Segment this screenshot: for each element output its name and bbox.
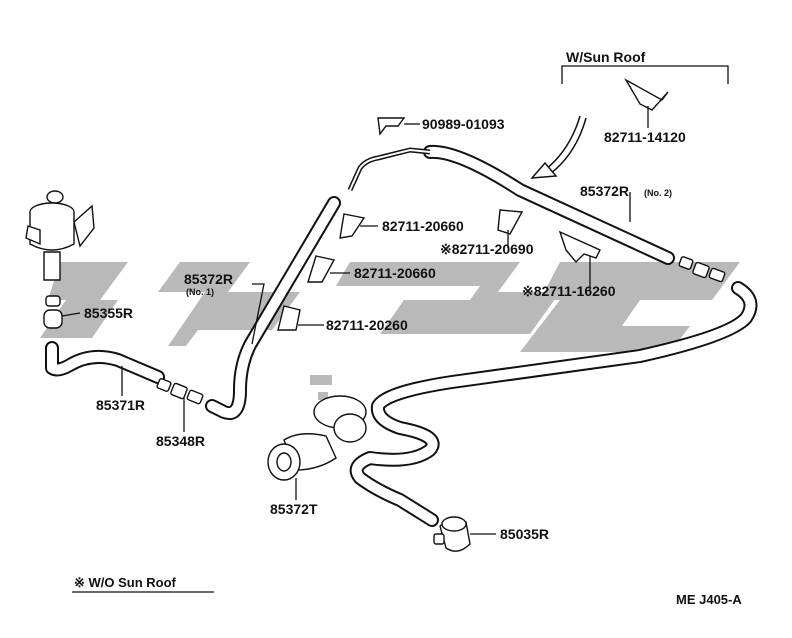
joint-85372R-end: [678, 256, 726, 283]
label-85348R: 85348R: [156, 433, 205, 449]
label-82711-20260: 82711-20260: [326, 317, 408, 333]
label-85372T: 85372T: [270, 501, 318, 517]
label-85372R-no1: 85372R: [184, 271, 233, 287]
clamp-82711-14120: [624, 78, 669, 111]
label-85372R-no1-sub: (No. 1): [186, 287, 214, 297]
label-82711-14120: 82711-14120: [604, 129, 686, 145]
clamp-82711-16260: [558, 230, 601, 264]
leader-lines: [121, 106, 649, 535]
grommet-85372T: [267, 395, 367, 481]
washer-pump-valve: [25, 190, 95, 281]
clamp-82711-20660-b: [307, 255, 336, 283]
label-ref-code: ME J405-A: [676, 592, 742, 607]
label-90989-01093: 90989-01093: [422, 116, 505, 132]
label-82711-20690: ※82711-20690: [440, 241, 534, 257]
label-82711-16260: ※82711-16260: [522, 283, 616, 299]
sunroof-bracket: [561, 65, 729, 84]
label-85371R: 85371R: [96, 397, 145, 413]
label-82711-20660-a: 82711-20660: [382, 218, 464, 234]
clamp-90989-01093: [377, 117, 406, 136]
clamp-82711-20260: [277, 305, 301, 331]
metal-pipe: [347, 147, 431, 192]
hose-main-rear: [349, 281, 758, 527]
connector-85355R: [43, 295, 81, 329]
label-w-sunroof: W/Sun Roof: [566, 49, 646, 65]
clamp-82711-20660-a: [339, 213, 366, 239]
hose-85371R: [45, 341, 165, 384]
label-85035R: 85035R: [500, 526, 549, 542]
label-85355R: 85355R: [84, 305, 133, 321]
label-85372R-no2: 85372R: [580, 183, 629, 199]
label-85372R-no2-sub: (No. 2): [644, 188, 672, 198]
hose-85372R-no1: [205, 196, 341, 420]
joint-85348R: [156, 378, 204, 405]
hose-85372R-no2: [423, 144, 675, 265]
direction-arrow-icon: [530, 115, 587, 179]
clamp-82711-20690: [497, 209, 524, 235]
label-wo-sunroof-note: ※ W/O Sun Roof: [74, 575, 177, 590]
label-82711-20660-b: 82711-20660: [354, 265, 436, 281]
nozzle-85035R: [433, 516, 471, 552]
